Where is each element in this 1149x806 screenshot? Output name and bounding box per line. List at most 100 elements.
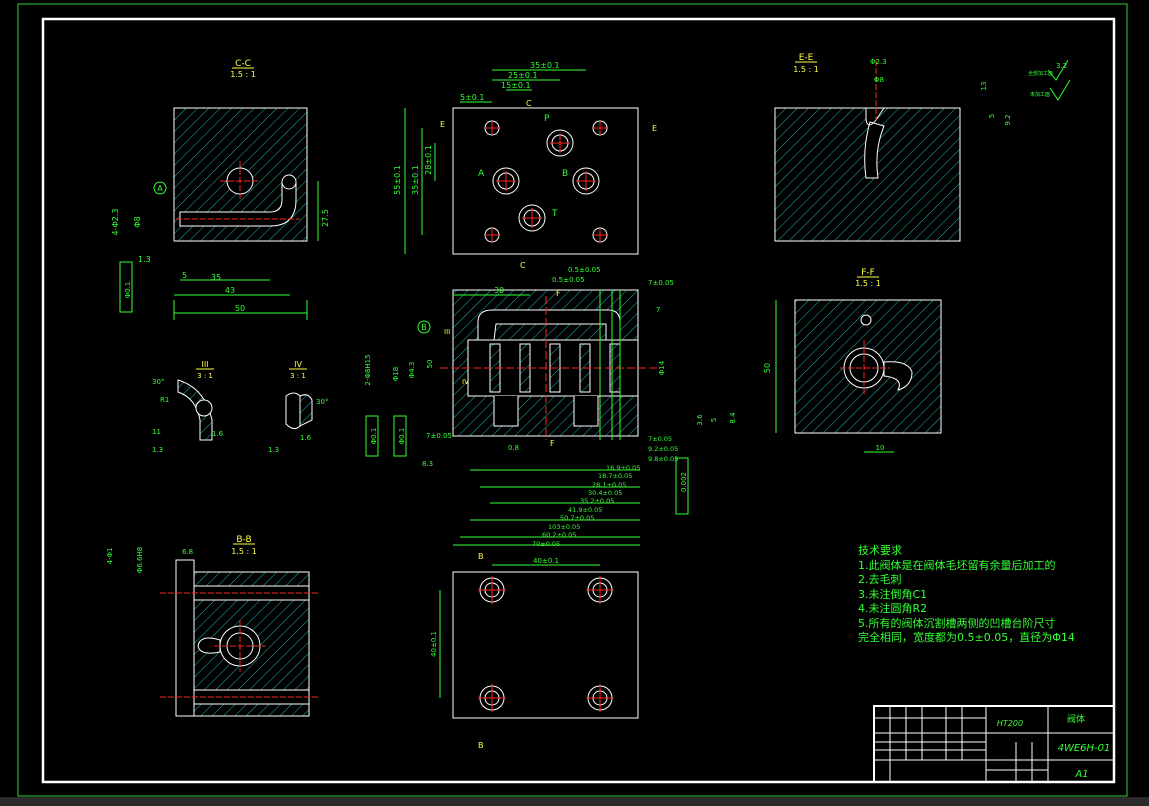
svg-text:A: A [478,169,485,179]
note-5: 5.所有的阀体沉割槽两侧的凹槽台阶尺寸 [858,616,1056,630]
svg-text:7±0.05: 7±0.05 [648,435,672,443]
view-iii: III 3 : 1 30° R1 1.6 1.3 11 [152,360,224,454]
bottom-dimensions: 7±0.05 9.2±0.05 9.8±0.05 16.9±0.05 18.7±… [532,435,678,548]
note-2: 2.去毛刺 [858,573,902,586]
svg-text:25±0.1: 25±0.1 [508,71,538,80]
svg-text:5: 5 [988,114,996,118]
svg-text:30: 30 [494,286,504,295]
svg-text:35: 35 [211,273,221,282]
svg-text:8.3: 8.3 [422,460,433,468]
svg-text:III: III [444,328,450,336]
svg-text:35±0.1: 35±0.1 [530,61,560,70]
svg-text:40±0.1: 40±0.1 [533,557,559,565]
svg-text:E: E [440,120,445,129]
svg-text:28±0.1: 28±0.1 [424,145,433,175]
sheet-size: A1 [1074,769,1088,780]
svg-text:E-E: E-E [799,53,814,63]
svg-text:16.9±0.05: 16.9±0.05 [606,464,640,472]
svg-text:IV: IV [462,378,469,386]
svg-text:1.5 : 1: 1.5 : 1 [793,65,819,74]
svg-text:1.5 : 1: 1.5 : 1 [231,547,257,556]
svg-text:Φ6.6H8: Φ6.6H8 [136,547,144,573]
svg-text:1.3: 1.3 [268,446,279,454]
note-4: 4.未注圆角R2 [858,602,928,615]
svg-text:55±0.1: 55±0.1 [393,165,402,195]
svg-text:15±0.1: 15±0.1 [501,81,531,90]
svg-text:9.2: 9.2 [1004,114,1012,125]
svg-text:30°: 30° [152,378,164,386]
view-cc-scale: 1.5 : 1 [230,70,256,79]
svg-text:3.6: 3.6 [696,414,704,426]
technical-requirements: 技术要求 1.此阀体是在阀体毛坯留有余量后加工的 2.去毛刺 3.未注倒角C1 … [858,544,1075,646]
svg-text:35±0.1: 35±0.1 [411,165,420,195]
svg-text:10: 10 [876,444,885,452]
svg-text:40±0.1: 40±0.1 [430,631,438,657]
svg-text:C: C [520,261,526,270]
svg-text:13: 13 [980,82,988,91]
svg-text:9.2±0.05: 9.2±0.05 [648,445,678,453]
svg-text:50: 50 [763,363,772,373]
svg-text:3 : 1: 3 : 1 [290,372,306,380]
svg-text:3 : 1: 3 : 1 [197,372,213,380]
svg-text:Φ8: Φ8 [874,76,884,84]
svg-text:B: B [478,552,484,561]
svg-text:5: 5 [182,271,187,280]
svg-text:F-F: F-F [861,268,875,278]
svg-text:0.5±0.05: 0.5±0.05 [552,276,585,284]
status-bar [0,797,1149,806]
svg-text:50.7±0.05: 50.7±0.05 [560,514,594,522]
svg-text:41.9±0.05: 41.9±0.05 [568,506,602,514]
svg-text:F: F [556,289,561,298]
svg-text:Φ0.1: Φ0.1 [398,428,406,445]
svg-text:11: 11 [152,428,161,436]
svg-text:T: T [551,209,558,219]
svg-text:7: 7 [656,306,660,314]
view-top: P A B T 35±0.1 25±0.1 15±0.1 5±0.1 55±0.… [393,61,657,255]
view-plan: 40±0.1 40±0.1 B B [430,552,639,750]
svg-text:未加工面: 未加工面 [1030,91,1050,98]
svg-text:B: B [562,169,568,179]
svg-text:Φ0.1: Φ0.1 [124,282,132,299]
svg-text:Φ18: Φ18 [392,367,400,381]
svg-text:Φ8: Φ8 [133,216,142,227]
svg-text:C: C [526,99,532,108]
inner-border [41,17,1116,784]
title-block [873,705,1115,783]
svg-text:1.5 : 1: 1.5 : 1 [855,279,881,288]
svg-text:1.3: 1.3 [152,446,163,454]
svg-text:43: 43 [225,286,235,295]
svg-text:50: 50 [426,360,434,369]
svg-text:A: A [157,184,163,193]
drawing-no: 4WE6H-01 [1058,743,1111,754]
note-3: 3.未注倒角C1 [858,587,928,601]
svg-text:0.002: 0.002 [680,472,688,492]
part-name: 阀体 [1067,713,1085,725]
note-5-cont: 完全相同，宽度都为0.5±0.05，直径为Φ14 [858,631,1075,644]
view-iv: IV 3 : 1 30° 1.3 1.6 [268,360,328,454]
svg-text:0.5±0.05: 0.5±0.05 [568,266,601,274]
svg-text:8.4: 8.4 [729,412,737,424]
svg-text:4-Φ1: 4-Φ1 [106,548,114,565]
svg-text:B: B [421,323,427,332]
svg-text:2-Φ8H15: 2-Φ8H15 [364,354,372,385]
svg-text:27.5: 27.5 [321,209,330,227]
svg-text:5: 5 [710,418,718,422]
top-body [452,107,639,255]
svg-text:18.7±0.05: 18.7±0.05 [598,472,632,480]
svg-text:Φ14: Φ14 [658,360,666,375]
svg-text:E: E [652,124,657,133]
outer-border [17,3,1128,797]
svg-text:5±0.1: 5±0.1 [460,93,485,102]
svg-text:60.2±0.05: 60.2±0.05 [542,531,576,539]
svg-text:1.3: 1.3 [138,255,151,264]
view-section: 30 0.5±0.05 0.5±0.05 7±0.05 7 Φ14 8.4 5 … [364,261,737,546]
svg-text:B-B: B-B [236,535,251,545]
svg-text:全部加工面: 全部加工面 [1028,70,1053,77]
svg-text:B: B [478,741,484,750]
svg-text:30°: 30° [316,398,328,406]
svg-text:7±0.05: 7±0.05 [648,279,674,287]
svg-text:6.8: 6.8 [182,548,193,556]
svg-text:30.4±0.05: 30.4±0.05 [588,489,622,497]
svg-text:Φ4.3: Φ4.3 [408,362,416,379]
